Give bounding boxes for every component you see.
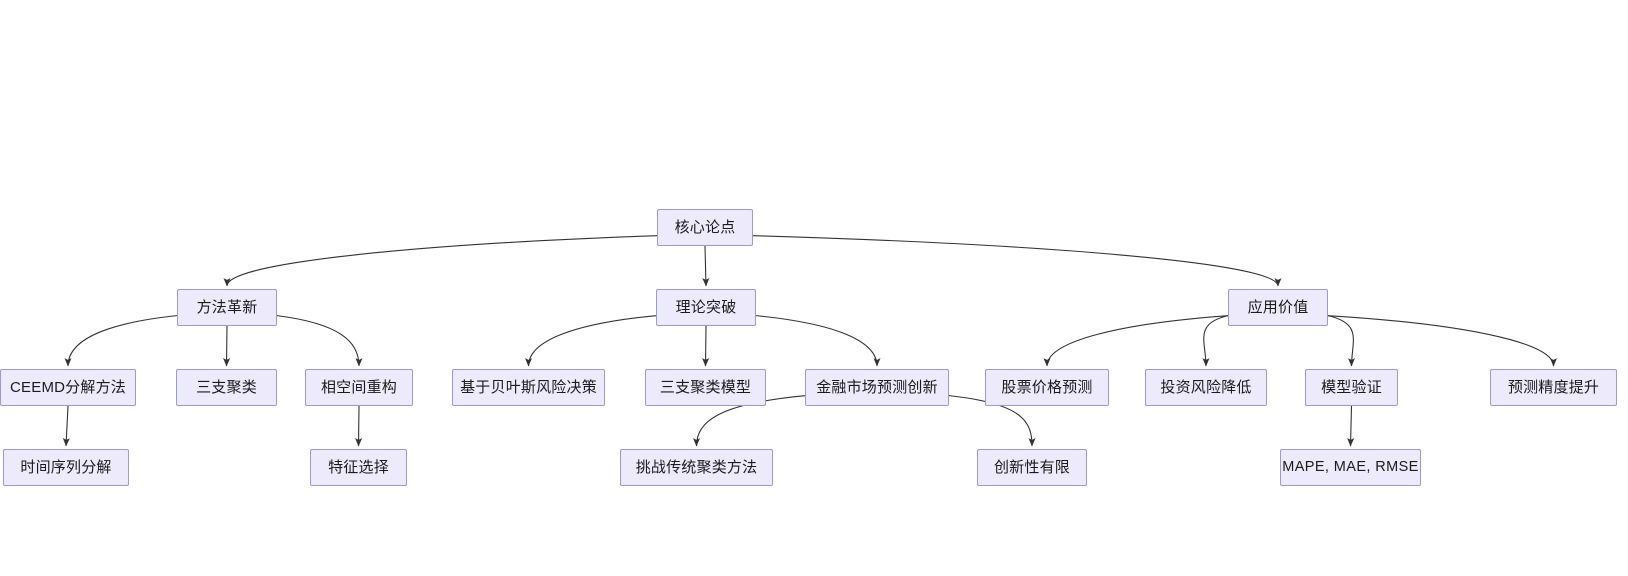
flow-node[interactable]: 投资风险降低 xyxy=(1145,369,1267,406)
flow-node-label: 应用价值 xyxy=(1247,299,1309,316)
flow-node-label: 三支聚类 xyxy=(196,379,257,396)
flow-node[interactable]: 方法革新 xyxy=(177,289,277,326)
flow-node[interactable]: 核心论点 xyxy=(657,209,753,246)
flow-node-label: 时间序列分解 xyxy=(20,459,112,476)
flow-node[interactable]: 挑战传统聚类方法 xyxy=(620,449,773,486)
flow-node[interactable]: 基于贝叶斯风险决策 xyxy=(452,369,605,406)
flow-node-label: 创新性有限 xyxy=(993,459,1070,476)
flow-node-label: 预测精度提升 xyxy=(1507,379,1600,396)
flow-node-label: 方法革新 xyxy=(196,299,258,316)
flow-node-label: 三支聚类模型 xyxy=(659,379,752,396)
flow-node-label: 模型验证 xyxy=(1321,379,1382,396)
flow-node-label: 特征选择 xyxy=(328,459,389,476)
flow-node[interactable]: 理论突破 xyxy=(656,289,756,326)
flow-node[interactable]: 特征选择 xyxy=(310,449,407,486)
flow-node[interactable]: 三支聚类 xyxy=(176,369,277,406)
flow-node[interactable]: MAPE, MAE, RMSE xyxy=(1280,449,1421,486)
flow-node[interactable]: 三支聚类模型 xyxy=(645,369,766,406)
flow-node-label: 相空间重构 xyxy=(320,379,397,396)
flow-node[interactable]: 应用价值 xyxy=(1228,289,1328,326)
flow-node-label: 股票价格预测 xyxy=(1001,379,1093,396)
flow-node-label: 投资风险降低 xyxy=(1160,379,1252,396)
flow-node[interactable]: 相空间重构 xyxy=(305,369,413,406)
flow-node[interactable]: 股票价格预测 xyxy=(985,369,1109,406)
flow-node-label: 核心论点 xyxy=(674,219,736,236)
flow-node[interactable]: 模型验证 xyxy=(1305,369,1398,406)
flow-node-label: 基于贝叶斯风险决策 xyxy=(460,379,597,396)
flow-node[interactable]: 创新性有限 xyxy=(977,449,1087,486)
flow-node-label: CEEMD分解方法 xyxy=(10,379,126,396)
flow-node[interactable]: CEEMD分解方法 xyxy=(0,369,136,406)
flow-node-label: 挑战传统聚类方法 xyxy=(635,459,758,476)
flow-node[interactable]: 金融市场预测创新 xyxy=(805,369,949,406)
flow-node-label: 理论突破 xyxy=(675,299,737,316)
flow-node[interactable]: 时间序列分解 xyxy=(3,449,129,486)
flow-node[interactable]: 预测精度提升 xyxy=(1490,369,1617,406)
flow-node-label: MAPE, MAE, RMSE xyxy=(1282,459,1419,476)
flow-node-label: 金融市场预测创新 xyxy=(816,379,938,396)
